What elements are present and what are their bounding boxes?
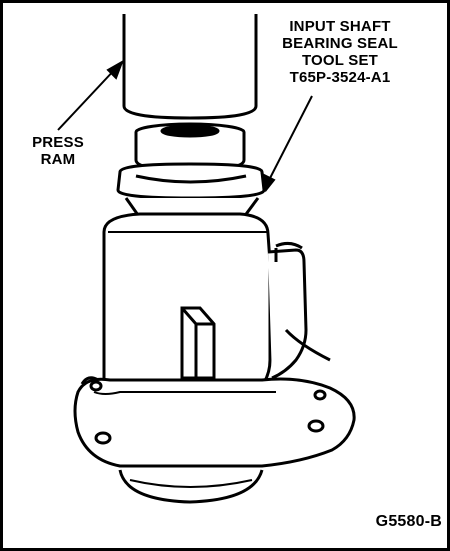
housing: [102, 212, 331, 388]
housing-slot: [180, 306, 216, 380]
bolt-hole: [313, 389, 327, 401]
press-ram: [122, 14, 258, 120]
tool-set-label: INPUT SHAFT BEARING SEAL TOOL SET T65P-3…: [265, 18, 415, 86]
arrowhead-tool-set: [260, 172, 276, 193]
figure-id: G5580-B: [375, 513, 442, 530]
leader-line-tool-set: [265, 95, 313, 187]
tool-set-label-line3: TOOL SET: [301, 52, 379, 69]
bolt-hole: [89, 380, 103, 392]
leader-arrows: [57, 59, 313, 193]
press-ram-label-line1: PRESS: [32, 134, 84, 151]
base-flange: [73, 376, 356, 504]
press-ram-label-line2: RAM: [40, 151, 76, 168]
leader-line-press-ram: [57, 65, 119, 131]
arrowhead-press-ram: [106, 59, 124, 80]
bolt-hole: [307, 419, 325, 433]
tool-set-label-line2: BEARING SEAL: [282, 35, 398, 52]
tool-set-label-line1: INPUT SHAFT: [289, 18, 391, 35]
press-ram-label: PRESS RAM: [18, 134, 98, 168]
bolt-hole: [94, 431, 112, 445]
tool-set-label-line4: T65P-3524-A1: [289, 69, 391, 86]
